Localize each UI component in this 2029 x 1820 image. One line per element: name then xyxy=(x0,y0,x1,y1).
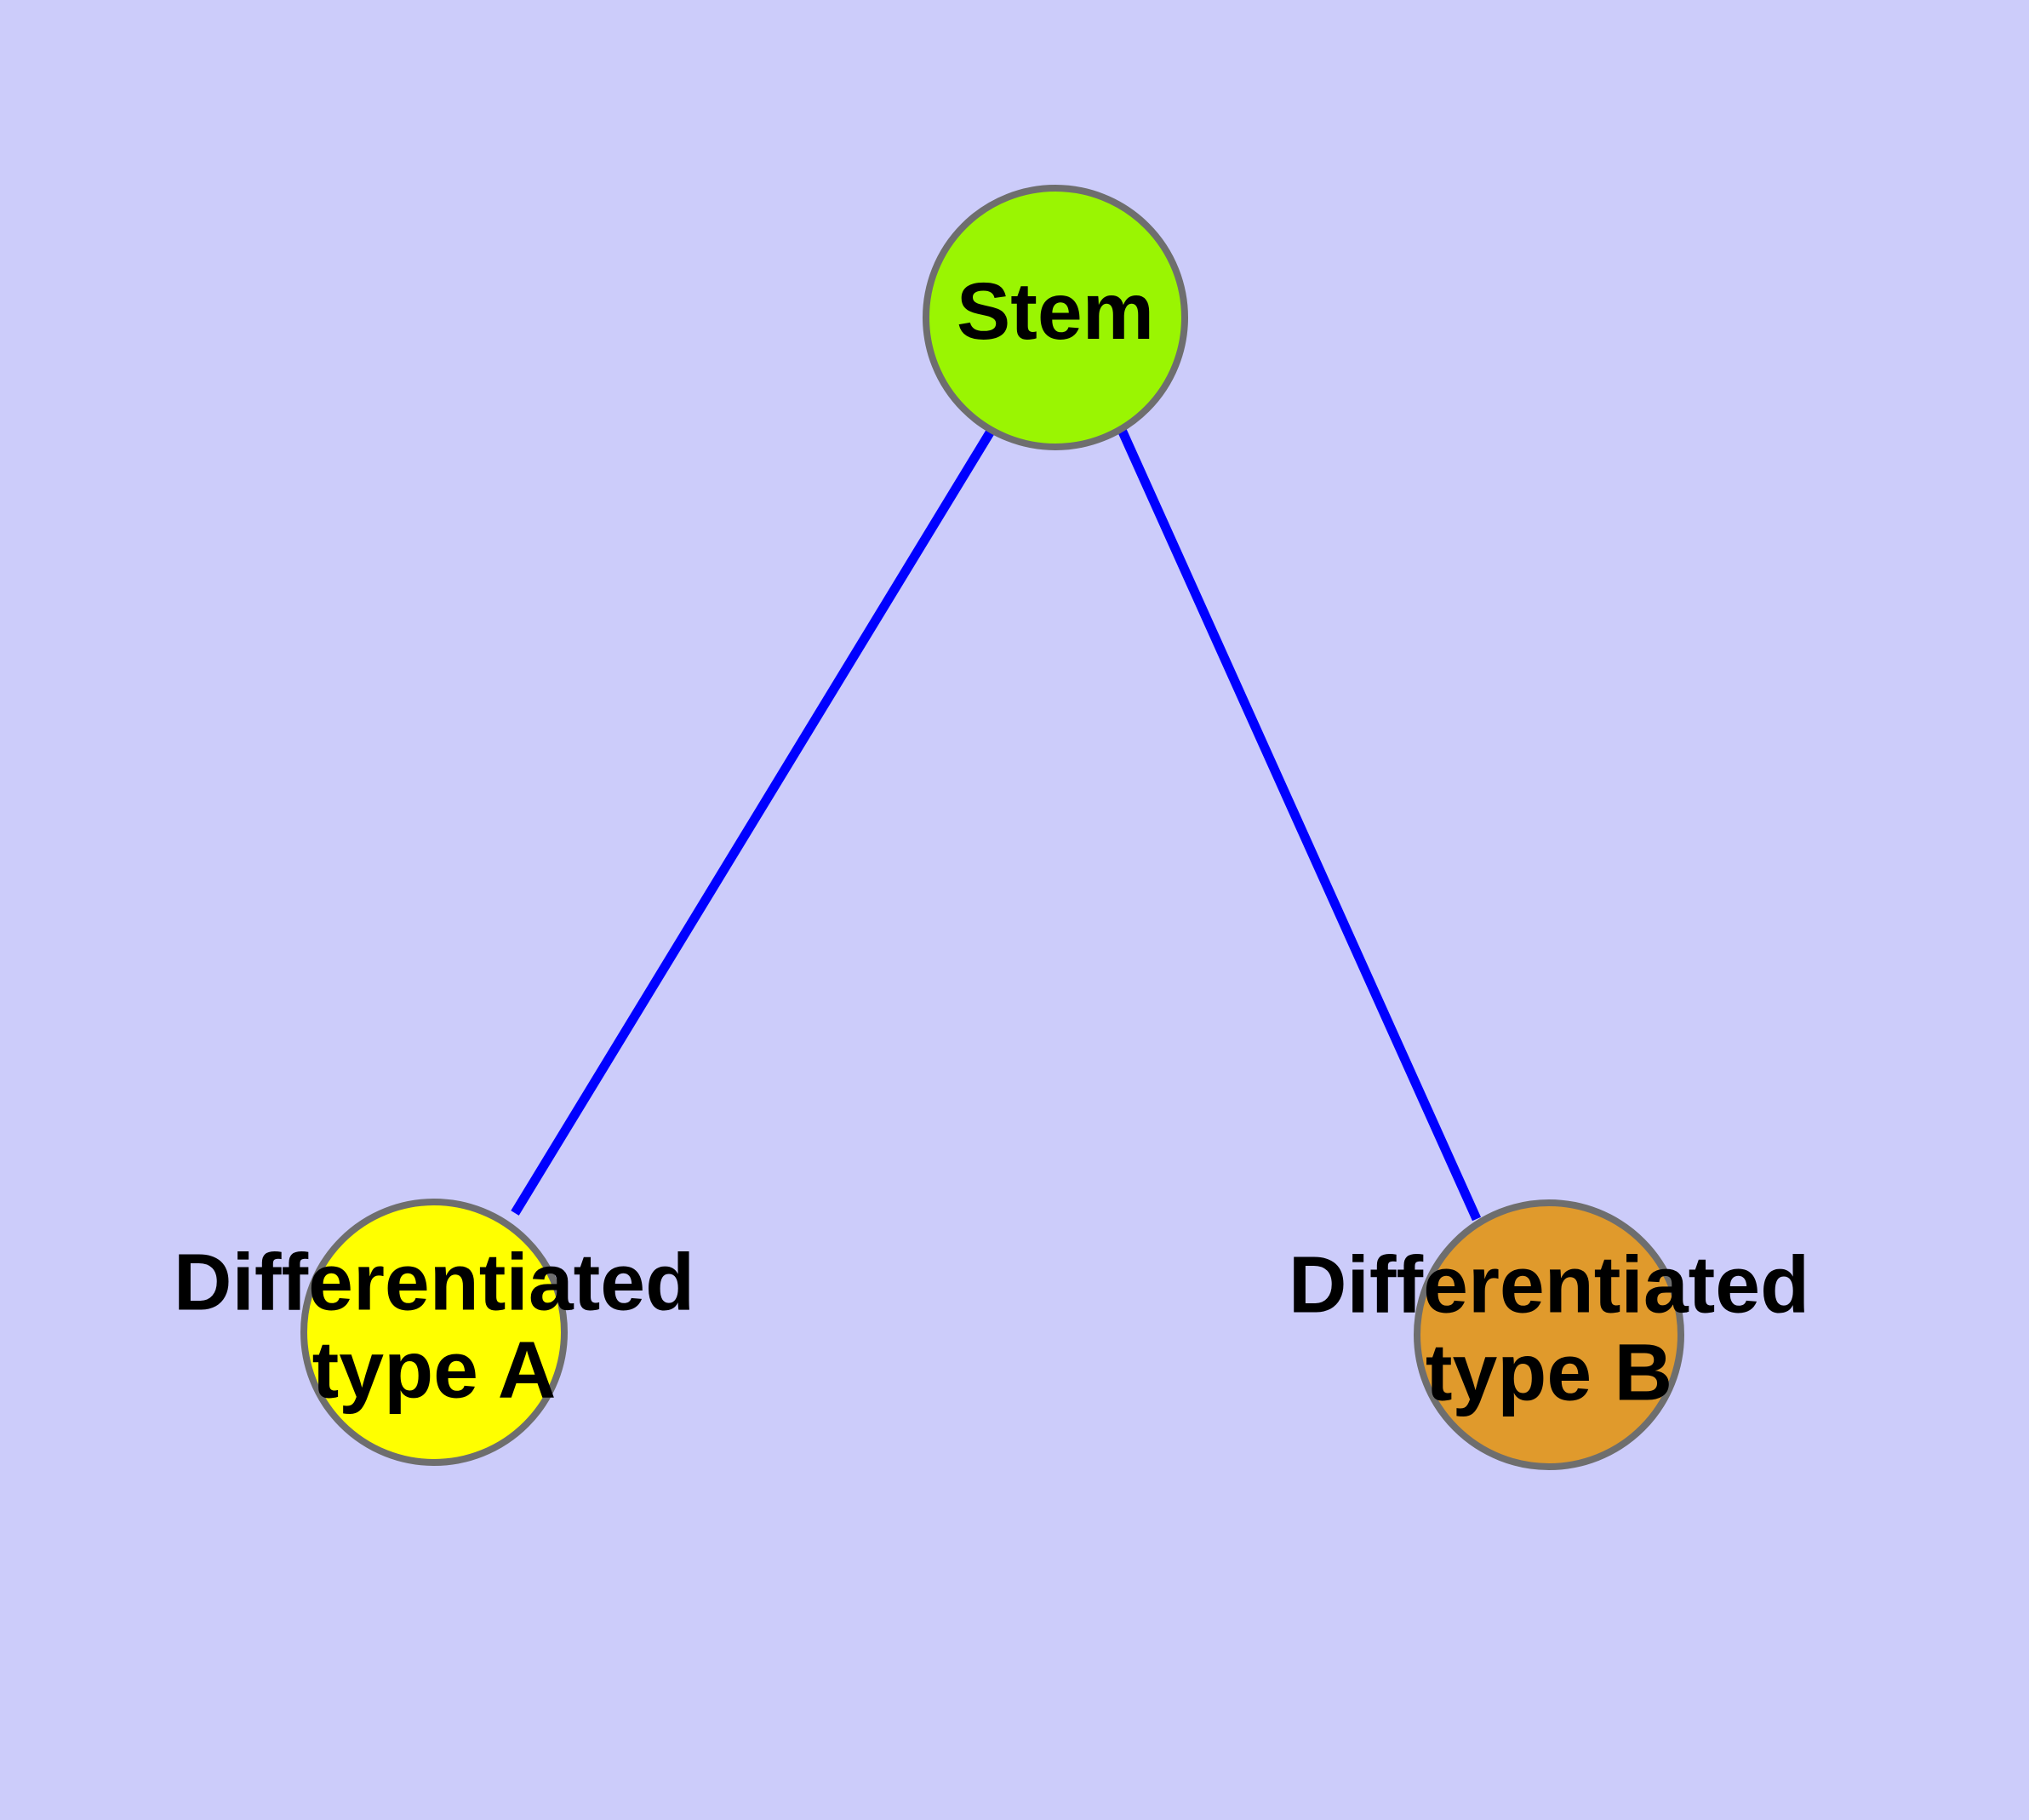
node-stem[interactable] xyxy=(923,185,1188,450)
node-differentiated-type-a-circle[interactable] xyxy=(300,1199,568,1466)
node-differentiated-type-b-circle[interactable] xyxy=(1414,1199,1684,1470)
node-label-line: Differentiated xyxy=(1289,1240,1809,1331)
node-stem-label: Stem xyxy=(957,266,1154,357)
node-stem-circle[interactable] xyxy=(923,185,1188,450)
node-differentiated-type-a[interactable] xyxy=(300,1199,568,1466)
edges-layer xyxy=(511,427,1482,1222)
edge-stem-to-differentiated-type-a[interactable] xyxy=(511,427,996,1216)
node-differentiated-type-b[interactable] xyxy=(1414,1199,1684,1470)
node-label-line: type A xyxy=(312,1325,557,1415)
node-label-line: type B xyxy=(1426,1327,1672,1417)
nodes-layer xyxy=(300,185,1684,1470)
node-label-line: Differentiated xyxy=(174,1238,694,1328)
edge-stem-to-differentiated-type-b[interactable] xyxy=(1117,427,1482,1222)
node-label-line: Stem xyxy=(957,266,1154,357)
